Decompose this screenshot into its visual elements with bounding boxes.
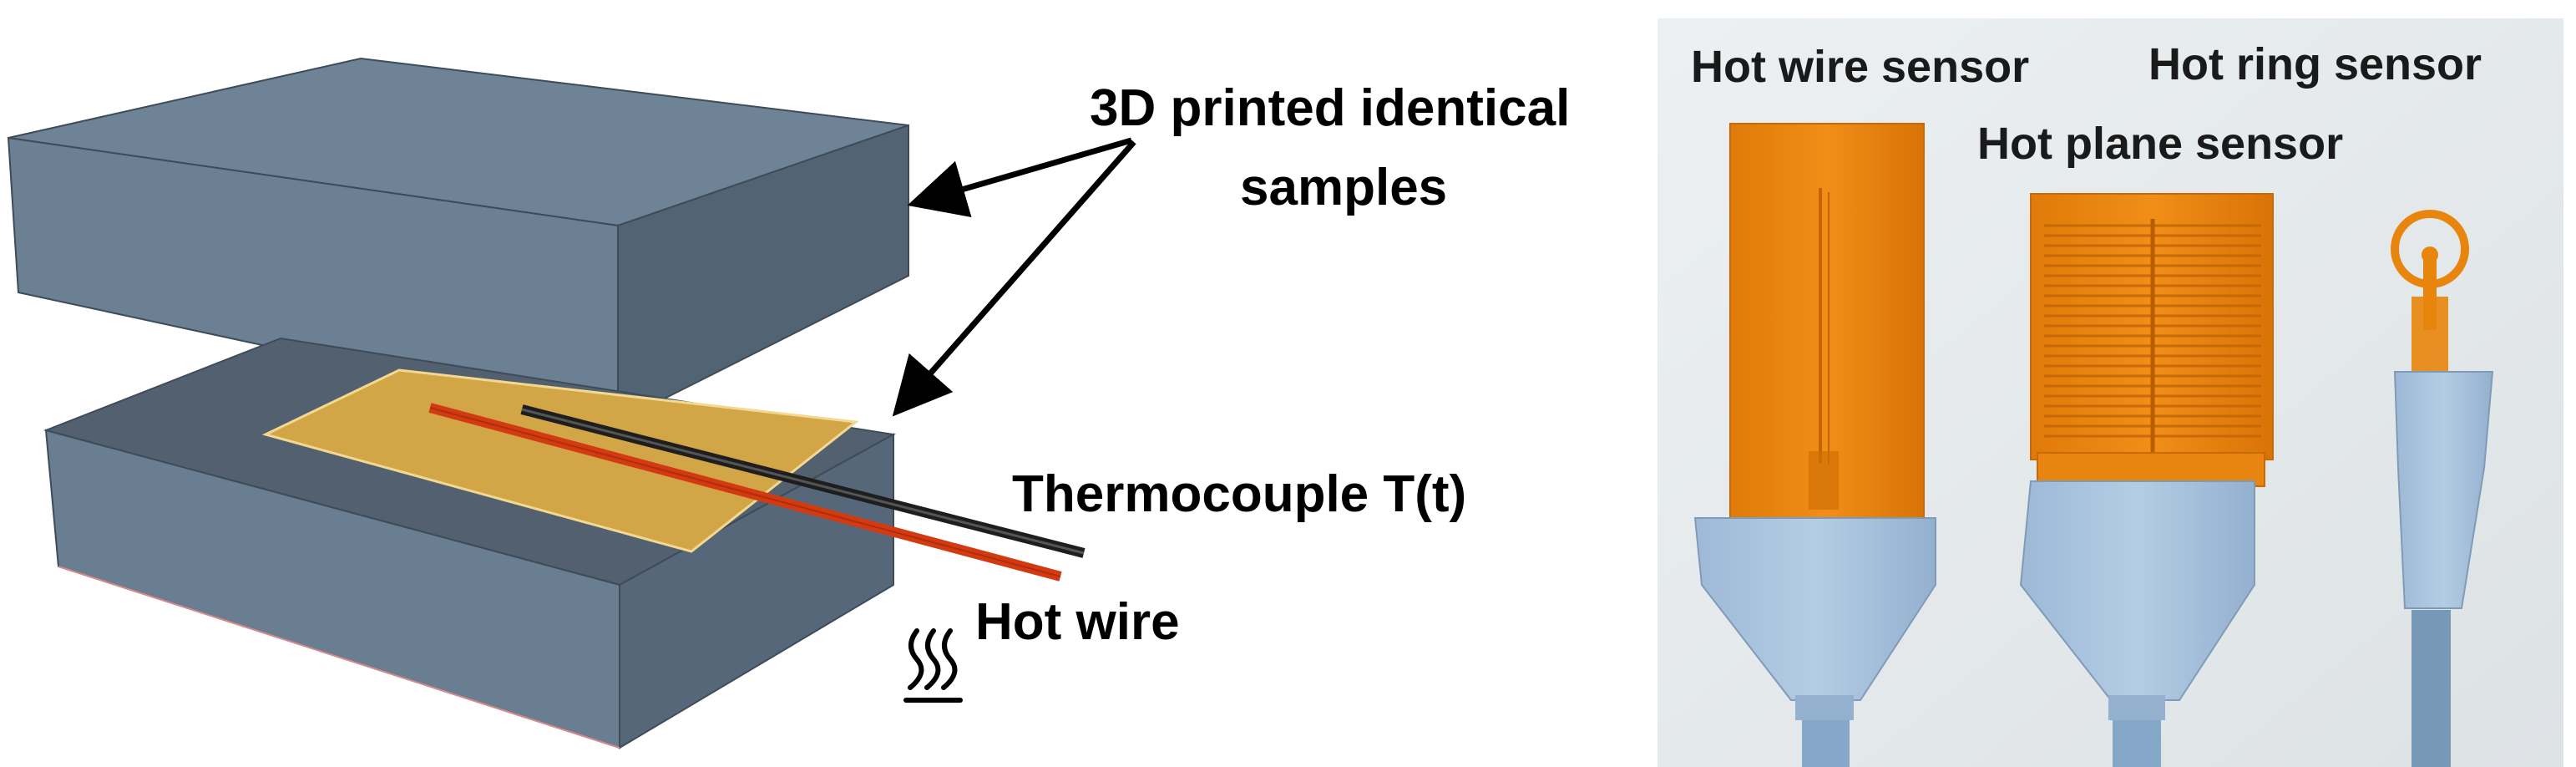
- thermocouple-label: Thermocouple T(t): [1012, 465, 1466, 523]
- hot-wire-sensor-connector: [1693, 517, 1936, 701]
- upper-sample-block: [7, 57, 909, 424]
- sensor-photo: Hot wire sensor Hot ring sensor Hot plan…: [1657, 18, 2563, 767]
- hot-wire-sensor: [1693, 123, 1936, 767]
- sensor-sheet: [261, 368, 859, 553]
- hot-plane-sensor-connector: [2019, 480, 2255, 701]
- sample-diagram: 3D printed identical samples Thermocoupl…: [7, 57, 1570, 749]
- hot-wire-label: Hot wire: [975, 593, 1180, 651]
- hot-ring-sensor-label: Hot ring sensor: [2148, 39, 2482, 89]
- upper-block-side-face: [617, 124, 909, 424]
- hot-ring-sensor-connector: [2393, 371, 2494, 609]
- heat-wave-icon: [903, 628, 963, 703]
- hot-wire-sensor-label: Hot wire sensor: [1691, 42, 2029, 92]
- hot-plane-sensor: [2019, 193, 2274, 767]
- hot-plane-sensor-label: Hot plane sensor: [1977, 119, 2343, 169]
- arrow-to-lower-sample: [892, 140, 1136, 417]
- hot-ring-sensor: [2391, 210, 2494, 767]
- samples-label-line2: samples: [1240, 159, 1447, 216]
- arrow-to-upper-sample: [907, 137, 1132, 218]
- samples-label-line1: 3D printed identical: [1090, 79, 1570, 137]
